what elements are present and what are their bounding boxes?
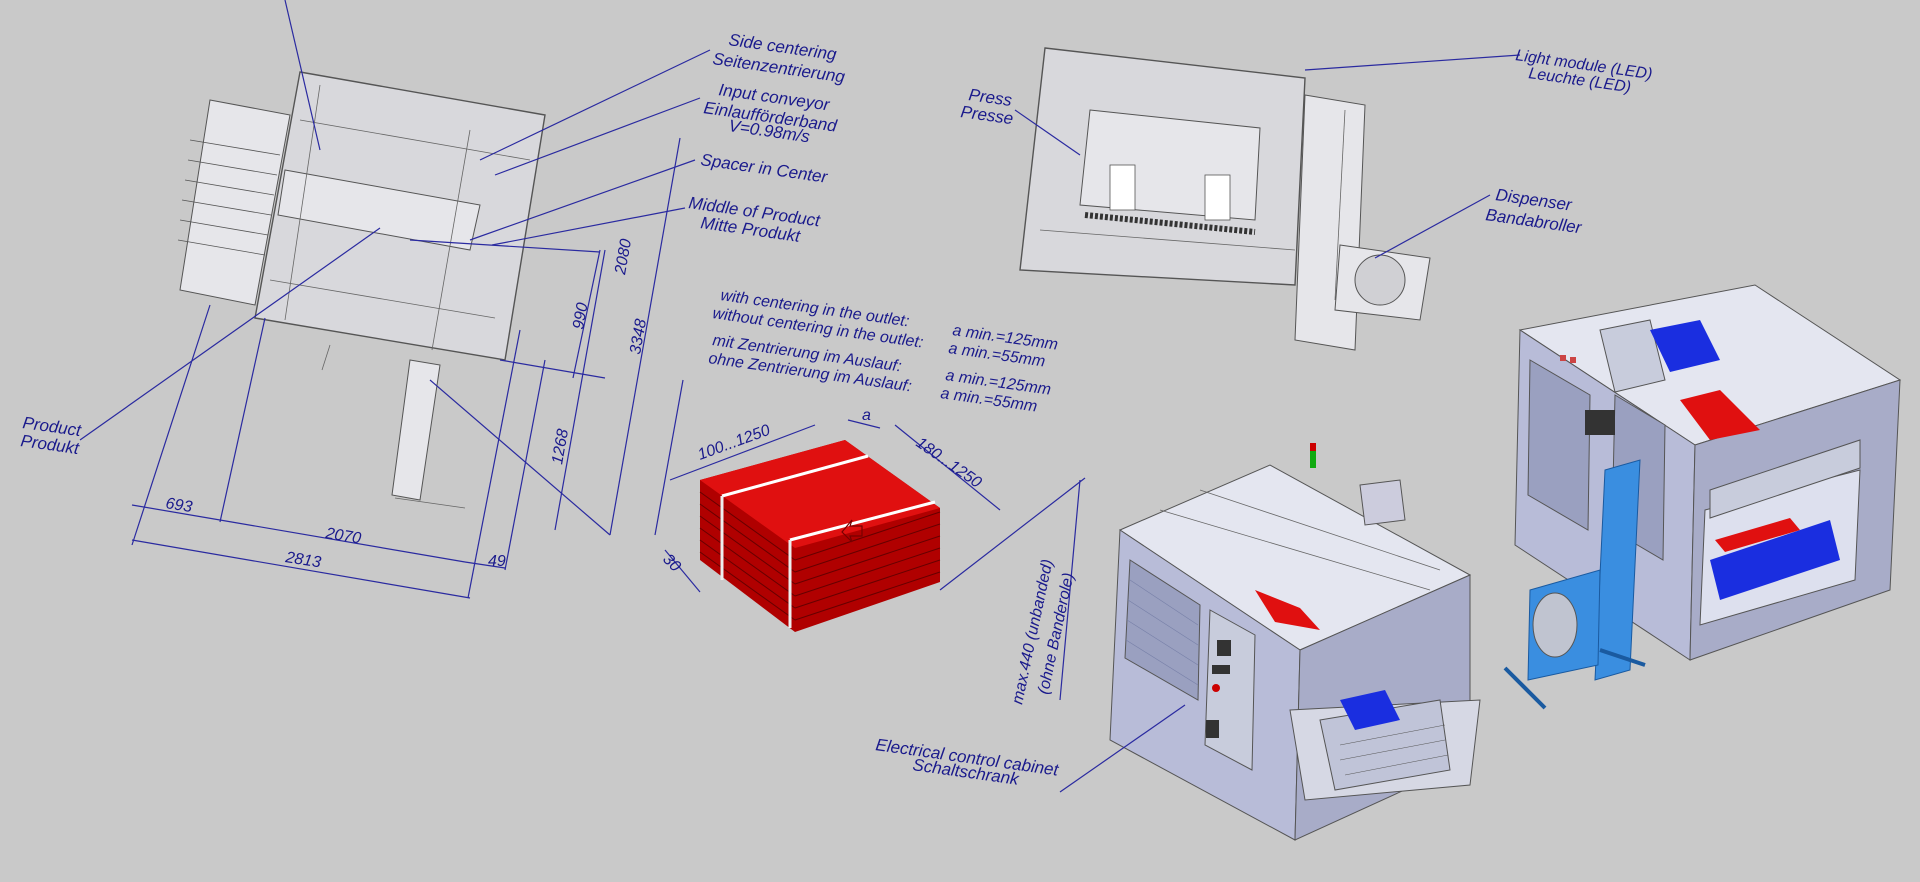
- top-view-machine: [177, 71, 546, 509]
- dim-length-range: 180...1250: [913, 434, 985, 491]
- dim-1268: 1268: [549, 428, 572, 466]
- label-light-module: Light module (LED) Leuchte (LED): [1514, 47, 1653, 96]
- centering-notes: with centering in the outlet: a min.=125…: [707, 287, 1059, 415]
- label-product: Product Produkt: [19, 413, 83, 458]
- side-view-leaders: [1014, 54, 1521, 259]
- cabinet-leader: [1059, 704, 1186, 793]
- dim-693: 693: [164, 495, 193, 516]
- iso-machine-front: [1109, 443, 1481, 841]
- dim-2813: 2813: [283, 549, 322, 572]
- top-view-leaders: [79, 0, 711, 441]
- label-spacer-center: Spacer in Center: [699, 150, 829, 187]
- dim-width-range: 100...1250: [696, 422, 773, 464]
- label-dispenser: Dispenser Bandabroller: [1484, 185, 1583, 237]
- dim-30: 30: [659, 551, 684, 576]
- dim-990: 990: [570, 301, 591, 330]
- dispenser-stand: [1503, 410, 1646, 710]
- dim-49: 49: [488, 553, 506, 570]
- dim-3348: 3348: [627, 318, 650, 356]
- iso-machine-rear: [1514, 284, 1902, 661]
- label-electrical-cabinet: Electrical control cabinet Schaltschrank: [874, 735, 1060, 789]
- label-middle-product: Middle of Product Mitte Produkt: [687, 193, 822, 246]
- dim-a: a: [862, 407, 871, 424]
- dim-max-height: max.440 (unbanded) (ohne Banderole): [1009, 558, 1077, 706]
- product-stack: [699, 440, 941, 632]
- label-press: Press Presse: [959, 85, 1014, 128]
- side-view-machine: [1019, 47, 1431, 351]
- dim-2080: 2080: [612, 238, 635, 277]
- dim-2070: 2070: [323, 525, 362, 548]
- top-view-dimensions: [131, 137, 684, 599]
- label-side-centering: Side centering Seitenzentrierung: [711, 30, 846, 86]
- product-dimensions: [664, 419, 1086, 701]
- label-input-conveyor: Input conveyor Einlaufförderband V=0.98m…: [702, 80, 838, 146]
